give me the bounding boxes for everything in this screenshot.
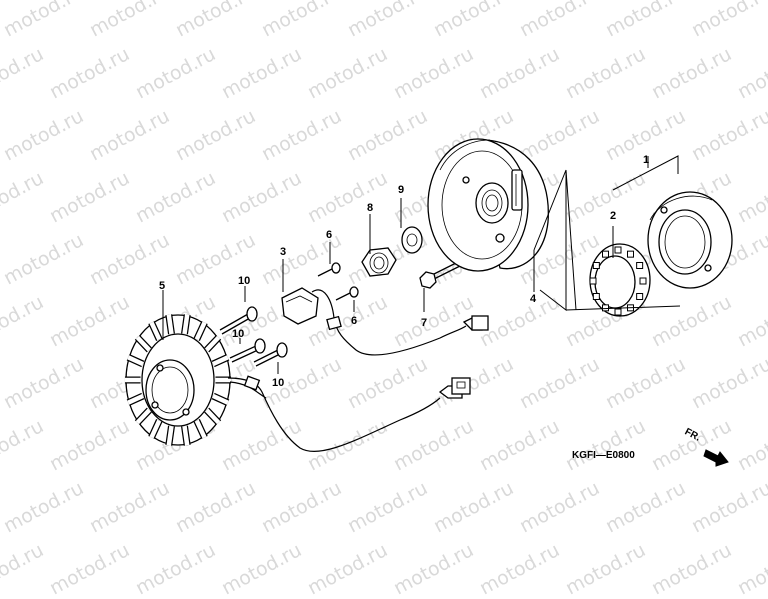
callout-1: 1 [643,154,649,166]
stator-winding [166,425,174,446]
stator-winding [182,314,190,335]
stator-winding [205,408,221,425]
leader-lines [162,155,681,374]
stator-winding [194,321,207,341]
pulse-generator [281,287,489,356]
callout-2: 2 [610,210,616,222]
washer [401,226,423,254]
clutch-roller [602,304,609,312]
stator-winding [212,355,229,367]
stator-winding [135,408,151,425]
flywheel-bolt [419,261,461,289]
front-arrow-icon [703,449,729,467]
clutch-roller [589,277,597,285]
stator-bolt-middle [229,338,266,363]
starter-one-way-clutch [589,243,651,317]
stator-winding [182,425,190,446]
clutch-roller [614,308,622,316]
pulse-generator-bolt-upper [317,262,341,277]
callout-8: 8 [367,202,373,214]
flywheel-nut [361,247,397,277]
callout-3: 3 [280,246,286,258]
stator-winding [135,335,151,352]
callout-4: 4 [530,293,537,305]
stator-wire-harness [227,375,471,453]
front-direction-indicator: FR. [683,426,729,467]
stator-winding [127,355,144,367]
callout-numbers: 1 2 3 4 5 6 6 7 8 9 10 10 10 [159,154,649,389]
callout-5: 5 [159,280,165,292]
callout-10-middle: 10 [232,328,244,340]
alternator-exploded-view: 1 2 3 4 5 6 6 7 8 9 10 10 10 KGFI—E0800 … [124,138,733,467]
stator-winding [149,321,162,341]
clutch-roller [602,250,609,258]
stator-winding [166,314,174,335]
clutch-roller [592,262,600,269]
flywheel-rotor [427,138,549,272]
callout-6-lower: 6 [351,315,357,327]
stator-winding [149,419,162,439]
clutch-roller [636,293,644,300]
front-direction-label: FR. [683,426,703,443]
stator-winding [205,335,221,352]
pulse-generator-bolt-lower [335,286,359,301]
stator-winding [127,393,144,405]
stator-coil [124,314,232,446]
stator-bolt-lower [253,342,288,367]
stator-winding [212,393,229,405]
diagram-code: KGFI—E0800 [572,450,635,461]
clutch-roller [636,262,644,269]
callout-9: 9 [398,184,404,196]
clutch-roller [639,277,647,285]
callout-6-upper: 6 [326,229,332,241]
callout-7: 7 [421,317,427,329]
callout-10-upper: 10 [238,275,250,287]
callout-10-lower: 10 [272,377,284,389]
clutch-roller [627,250,634,258]
stator-winding [194,419,207,439]
starter-clutch-outer [647,191,733,289]
stator-bolt-upper [219,306,258,335]
clutch-roller [614,246,622,254]
clutch-roller [592,293,600,300]
